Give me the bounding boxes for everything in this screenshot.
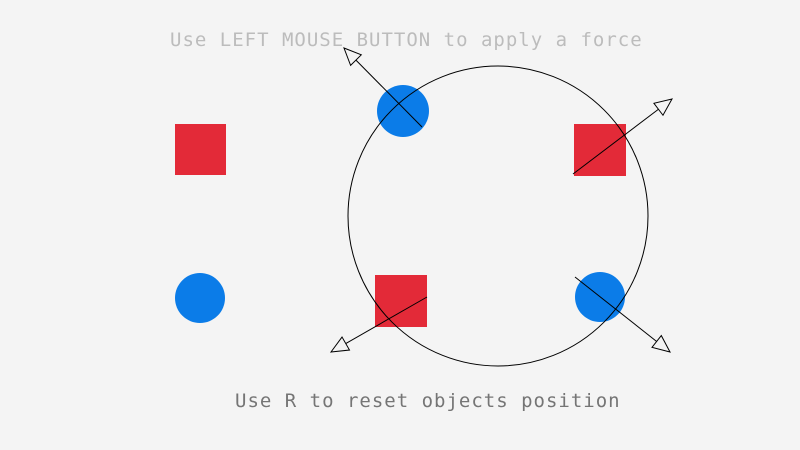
square-top-left[interactable] [175, 124, 226, 175]
force-arrow-head [329, 336, 351, 353]
circle-bottom-right[interactable] [575, 272, 625, 322]
hint-text-reset-objects: Use R to reset objects position [235, 390, 621, 412]
circle-top-center[interactable] [377, 85, 429, 137]
force-arrow-head [651, 334, 671, 353]
hint-text-apply-force: Use LEFT MOUSE BUTTON to apply a force [170, 29, 643, 51]
square-top-right[interactable] [574, 124, 626, 176]
square-bottom-center[interactable] [375, 275, 427, 327]
force-arrow-head [653, 98, 673, 117]
circle-bottom-left[interactable] [175, 273, 225, 323]
